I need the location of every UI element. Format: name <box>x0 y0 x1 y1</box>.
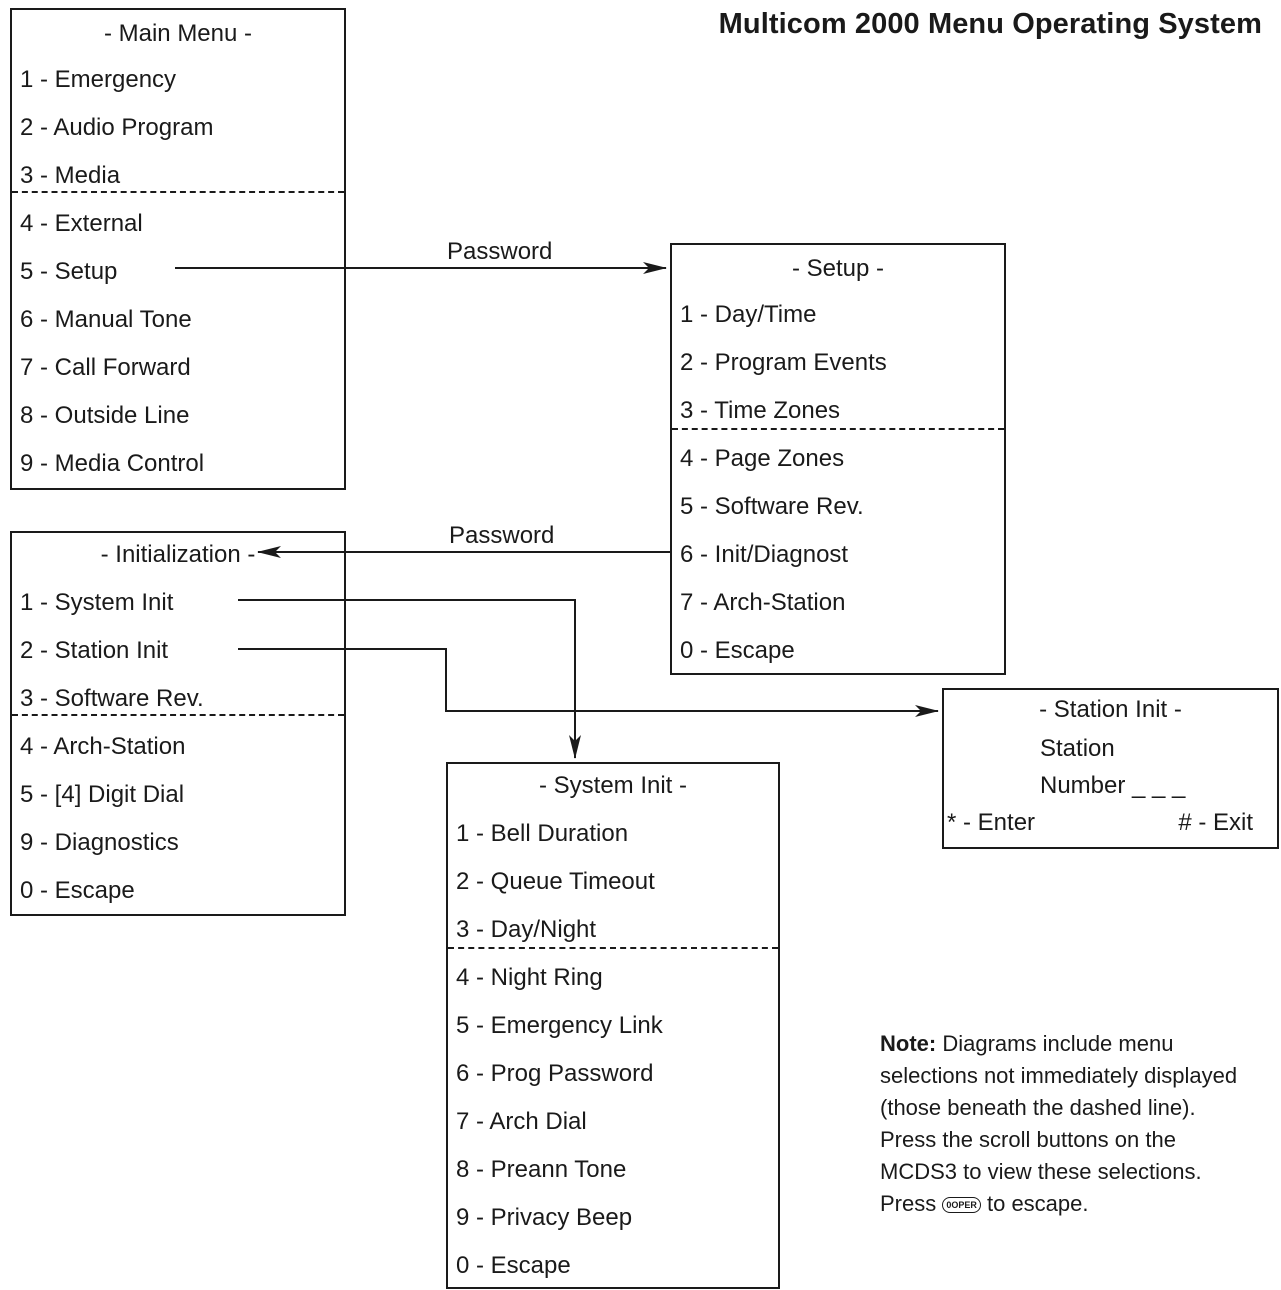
sysinit-item-prog-password[interactable]: 6 - Prog Password <box>456 1060 654 1087</box>
station-init-box: - Station Init - Station Number _ _ _ * … <box>942 688 1279 849</box>
init-menu-item-digit-dial[interactable]: 5 - [4] Digit Dial <box>20 781 185 808</box>
arrow-station-init-to-box <box>238 648 939 717</box>
setup-menu-item-init-diagnost[interactable]: 6 - Init/Diagnost <box>680 541 849 568</box>
diagram-title: Multicom 2000 Menu Operating System <box>718 8 1262 40</box>
sysinit-item-emergency-link[interactable]: 5 - Emergency Link <box>456 1012 663 1039</box>
main-menu-box: - Main Menu - 1 - Emergency 2 - Audio Pr… <box>10 8 346 490</box>
main-menu-item-manual-tone[interactable]: 6 - Manual Tone <box>20 306 192 333</box>
sysinit-item-night-ring[interactable]: 4 - Night Ring <box>456 964 603 991</box>
main-menu-item-external[interactable]: 4 - External <box>20 210 143 237</box>
sysinit-item-arch-dial[interactable]: 7 - Arch Dial <box>456 1108 587 1135</box>
main-menu-heading: - Main Menu - <box>103 20 253 47</box>
note-text: Note: Diagrams include menu selections n… <box>880 1028 1240 1220</box>
setup-menu-item-arch-station[interactable]: 7 - Arch-Station <box>680 589 846 616</box>
password-label-setup: Password <box>447 238 553 265</box>
note-label: Note: <box>880 1031 937 1056</box>
init-menu-item-escape[interactable]: 0 - Escape <box>20 877 135 904</box>
setup-menu-item-page-zones[interactable]: 4 - Page Zones <box>680 445 845 472</box>
station-init-heading: - Station Init - <box>1039 696 1182 723</box>
enter-key-hint: * - Enter <box>947 809 1036 836</box>
note-body-end: to escape. <box>980 1191 1089 1216</box>
init-menu-item-diagnostics[interactable]: 9 - Diagnostics <box>20 829 179 856</box>
init-menu-item-station-init[interactable]: 2 - Station Init <box>20 637 169 664</box>
setup-menu-item-time-zones[interactable]: 3 - Time Zones <box>680 397 841 424</box>
sysinit-item-preann-tone[interactable]: 8 - Preann Tone <box>456 1156 627 1183</box>
main-menu-item-media[interactable]: 3 - Media <box>20 162 121 189</box>
system-init-menu-heading: - System Init - <box>538 772 688 799</box>
main-menu-item-outside-line[interactable]: 8 - Outside Line <box>20 402 190 429</box>
setup-menu-item-program-events[interactable]: 2 - Program Events <box>680 349 887 376</box>
exit-key-hint: # - Exit <box>1178 809 1253 836</box>
system-init-menu-box: - System Init - 1 - Bell Duration 2 - Qu… <box>446 762 780 1289</box>
sysinit-item-bell-duration[interactable]: 1 - Bell Duration <box>456 820 629 847</box>
scroll-divider <box>12 714 344 716</box>
setup-menu-item-escape[interactable]: 0 - Escape <box>680 637 795 664</box>
sysinit-item-day-night[interactable]: 3 - Day/Night <box>456 916 597 943</box>
oper-key-icon: 0OPER <box>942 1197 981 1213</box>
scroll-divider <box>448 947 778 949</box>
main-menu-item-call-forward[interactable]: 7 - Call Forward <box>20 354 191 381</box>
sysinit-item-queue-timeout[interactable]: 2 - Queue Timeout <box>456 868 655 895</box>
arrow-system-init-to-menu <box>238 599 581 759</box>
station-label: Station <box>1040 735 1115 762</box>
init-menu-item-arch-station[interactable]: 4 - Arch-Station <box>20 733 186 760</box>
setup-menu-heading: - Setup - <box>791 255 885 282</box>
main-menu-item-emergency[interactable]: 1 - Emergency <box>20 66 177 93</box>
setup-menu-box: - Setup - 1 - Day/Time 2 - Program Event… <box>670 243 1006 675</box>
password-label-init: Password <box>449 522 555 549</box>
initialization-menu-box: - Initialization - 1 - System Init 2 - S… <box>10 531 346 916</box>
main-menu-item-audio-program[interactable]: 2 - Audio Program <box>20 114 214 141</box>
note-body: Diagrams include menu selections not imm… <box>880 1031 1238 1216</box>
setup-menu-item-day-time[interactable]: 1 - Day/Time <box>680 301 817 328</box>
setup-menu-item-software-rev[interactable]: 5 - Software Rev. <box>680 493 864 520</box>
station-number-field[interactable]: Number _ _ _ <box>1040 772 1186 799</box>
initialization-menu-heading: - Initialization - <box>100 541 256 568</box>
sysinit-item-privacy-beep[interactable]: 9 - Privacy Beep <box>456 1204 633 1231</box>
init-menu-item-system-init[interactable]: 1 - System Init <box>20 589 174 616</box>
main-menu-item-media-control[interactable]: 9 - Media Control <box>20 450 205 477</box>
scroll-divider <box>12 191 344 193</box>
scroll-divider <box>672 428 1004 430</box>
init-menu-item-software-rev[interactable]: 3 - Software Rev. <box>20 685 204 712</box>
sysinit-item-escape[interactable]: 0 - Escape <box>456 1252 571 1279</box>
main-menu-item-setup[interactable]: 5 - Setup <box>20 258 118 285</box>
